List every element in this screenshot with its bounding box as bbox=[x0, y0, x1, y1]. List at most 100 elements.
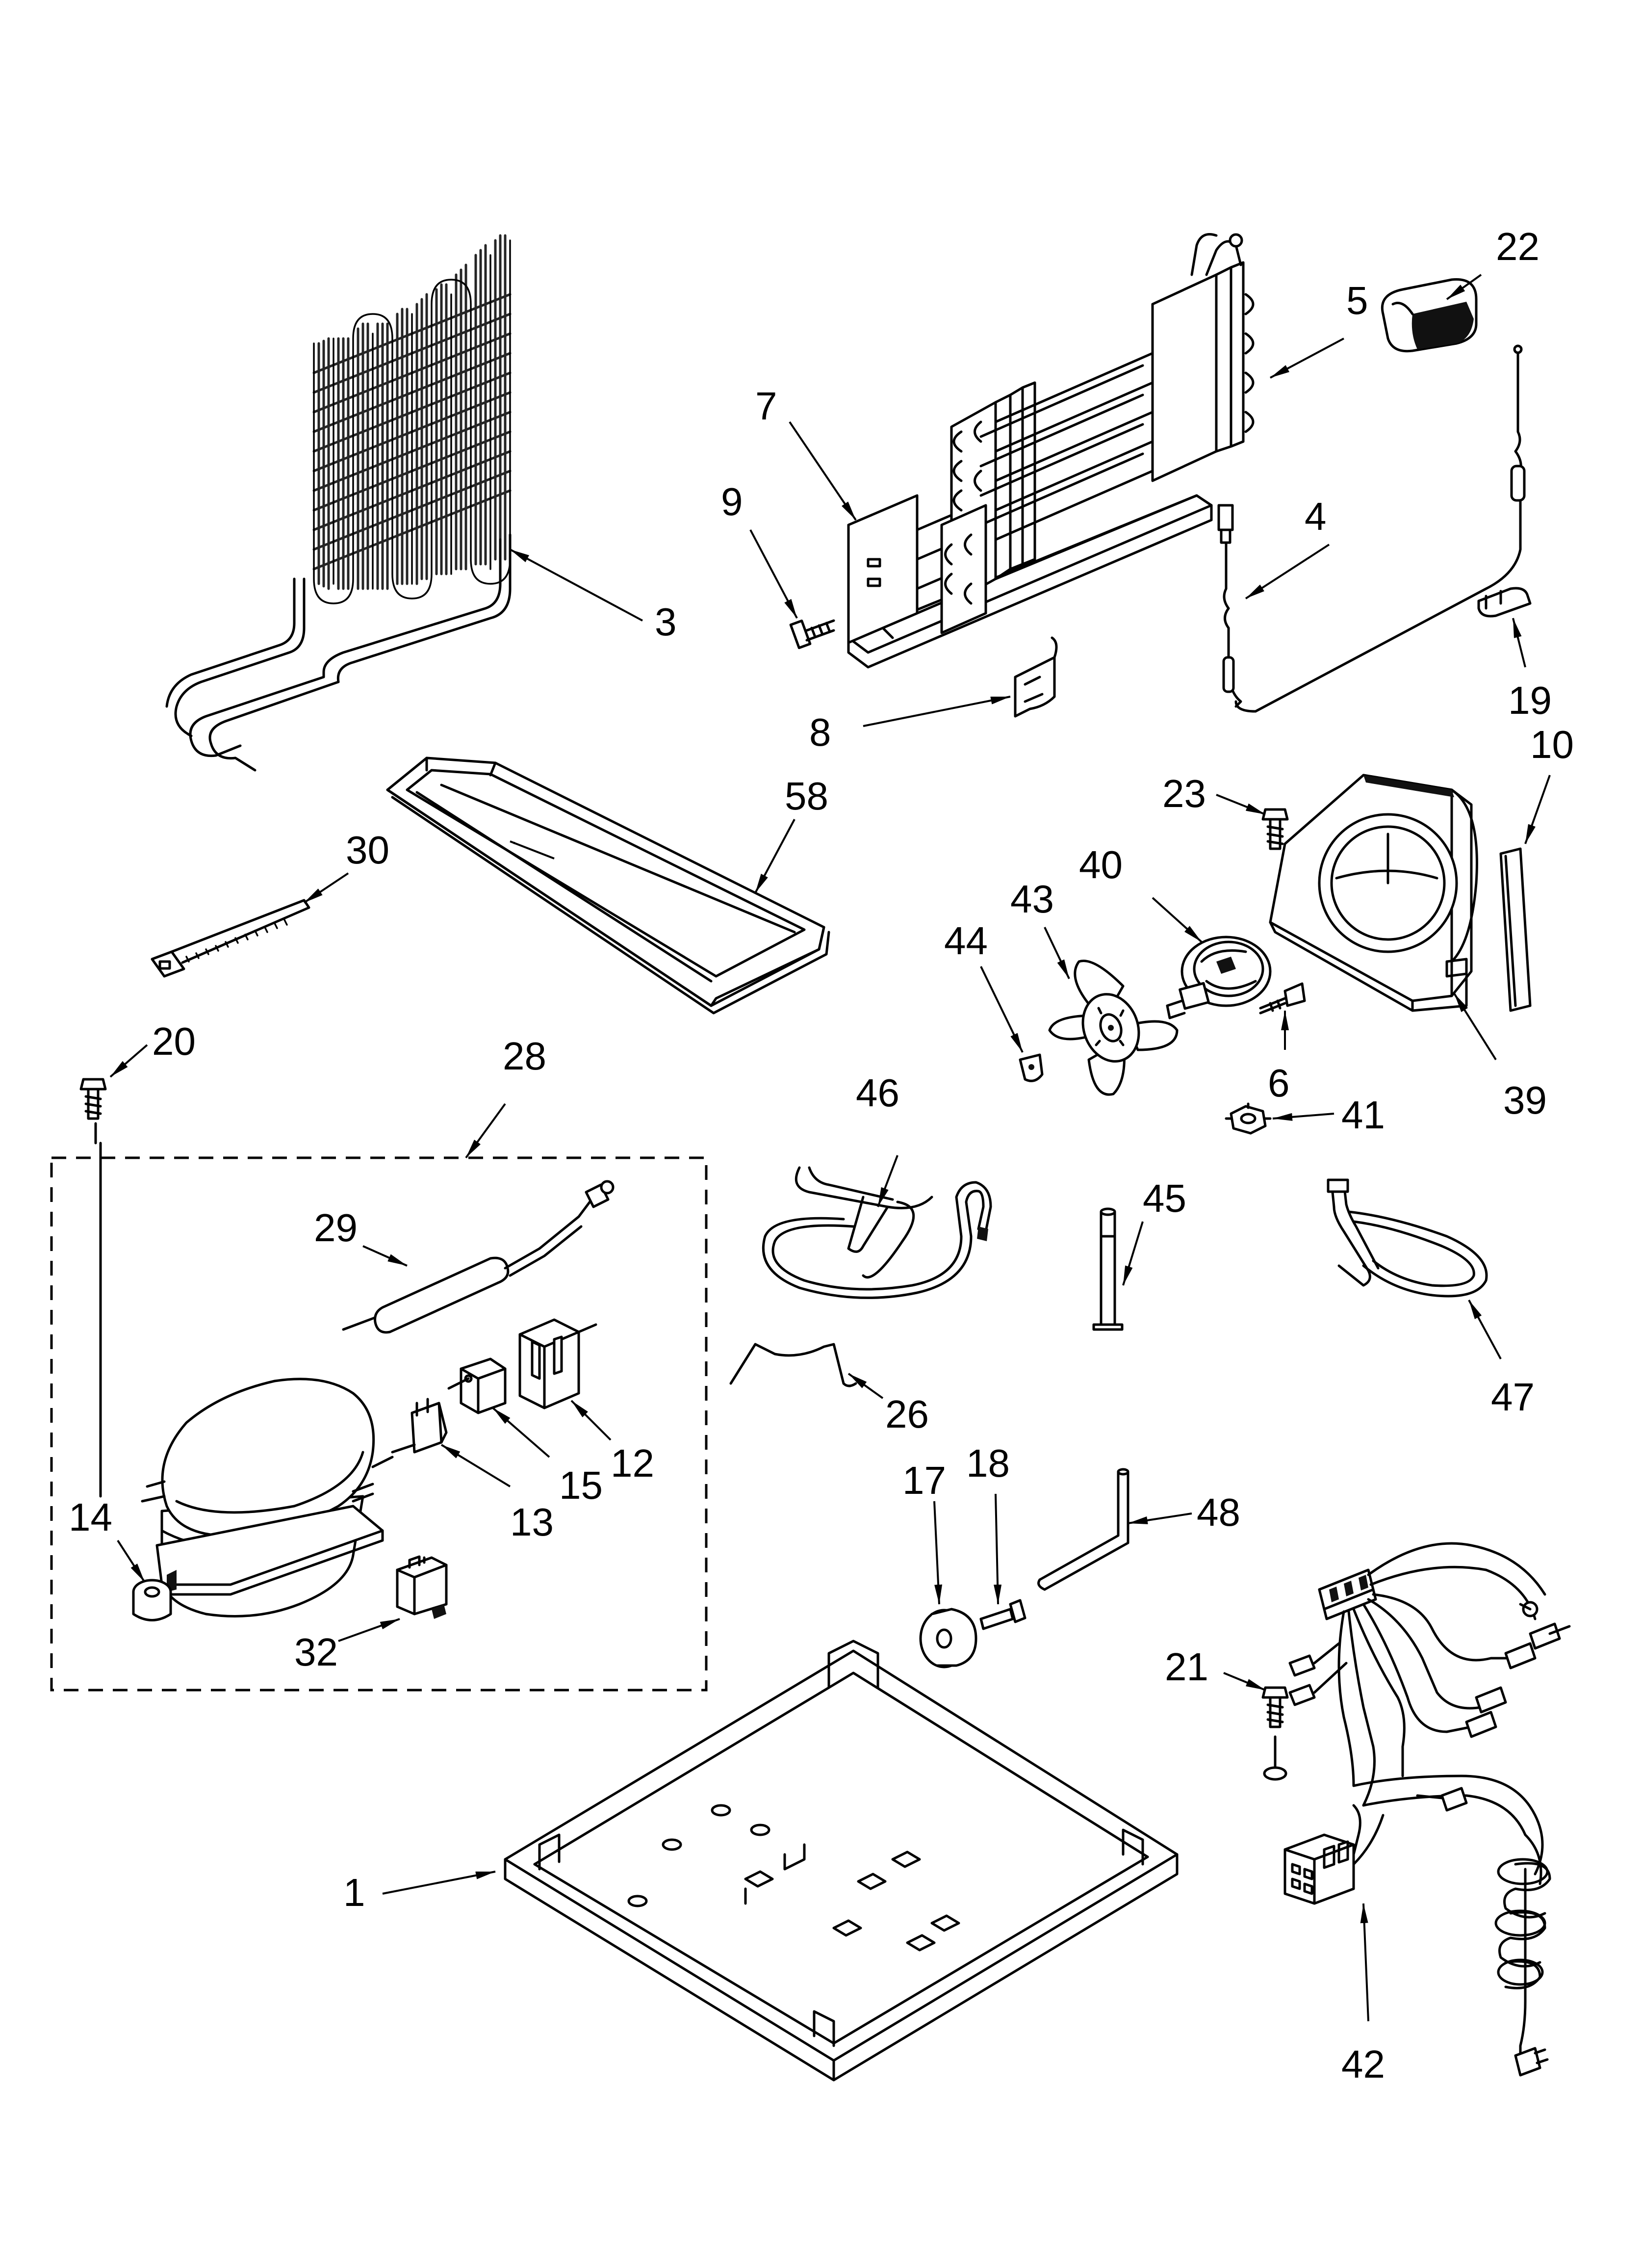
callout-label-26: 26 bbox=[885, 1392, 929, 1436]
callout-label-30: 30 bbox=[346, 828, 389, 872]
callout-label-39: 39 bbox=[1503, 1078, 1547, 1122]
callout-label-42: 42 bbox=[1341, 2042, 1385, 2086]
callout-9: 9 bbox=[721, 480, 798, 619]
callout-label-28: 28 bbox=[503, 1034, 546, 1078]
screw-21-part bbox=[1261, 1686, 1289, 1781]
callout-label-7: 7 bbox=[755, 384, 777, 428]
callout-label-23: 23 bbox=[1162, 772, 1206, 815]
l-tube-48-part bbox=[1037, 1468, 1129, 1591]
callout-42: 42 bbox=[1341, 1903, 1385, 2086]
axle-18-part bbox=[979, 1599, 1026, 1630]
wire-harness-42-part bbox=[1283, 1542, 1571, 2077]
callout-6: 6 bbox=[1268, 1011, 1290, 1105]
clip-19-part bbox=[1477, 587, 1532, 618]
callout-3: 3 bbox=[510, 548, 677, 644]
callout-1: 1 bbox=[343, 1871, 496, 1914]
base-pan-1-part bbox=[504, 1640, 1179, 2082]
callout-29: 29 bbox=[314, 1206, 408, 1267]
callout-7: 7 bbox=[755, 384, 857, 521]
callout-8: 8 bbox=[809, 696, 1011, 754]
callout-4: 4 bbox=[1245, 495, 1330, 600]
coil-wire-mesh bbox=[312, 234, 512, 590]
callout-23: 23 bbox=[1162, 772, 1266, 815]
wheel-17-part bbox=[919, 1608, 977, 1668]
callout-40: 40 bbox=[1079, 843, 1203, 943]
callout-label-8: 8 bbox=[809, 710, 831, 754]
compressor-part bbox=[141, 1378, 394, 1617]
callout-32: 32 bbox=[294, 1618, 400, 1674]
callout-26: 26 bbox=[847, 1373, 929, 1436]
callout-label-22: 22 bbox=[1496, 225, 1539, 268]
callout-label-48: 48 bbox=[1197, 1490, 1240, 1534]
callout-20: 20 bbox=[109, 1019, 196, 1078]
callout-label-9: 9 bbox=[721, 480, 743, 523]
tube-47-part bbox=[1327, 1178, 1488, 1298]
callout-label-18: 18 bbox=[966, 1441, 1010, 1485]
callout-label-15: 15 bbox=[559, 1463, 603, 1507]
callout-label-17: 17 bbox=[902, 1459, 946, 1502]
screw-6-part bbox=[1259, 982, 1306, 1015]
fan-motor-40-part bbox=[1166, 936, 1272, 1019]
spring-wire-26-part bbox=[729, 1343, 857, 1387]
callout-44: 44 bbox=[944, 919, 1024, 1053]
callout-17: 17 bbox=[902, 1459, 946, 1605]
callout-label-1: 1 bbox=[343, 1871, 365, 1914]
callout-label-13: 13 bbox=[510, 1500, 554, 1544]
fan-blade-43-part bbox=[1048, 960, 1179, 1096]
relay-15-part bbox=[447, 1357, 507, 1414]
cap-22-part bbox=[1381, 278, 1478, 353]
strip-10-part bbox=[1499, 847, 1532, 1012]
callout-15: 15 bbox=[492, 1407, 603, 1507]
grommet-14-part bbox=[132, 1579, 172, 1621]
pin-45-part bbox=[1092, 1207, 1124, 1331]
callout-14: 14 bbox=[69, 1495, 146, 1583]
sensor-4-part bbox=[1217, 344, 1526, 713]
callout-label-6: 6 bbox=[1268, 1061, 1290, 1105]
callout-45: 45 bbox=[1122, 1176, 1186, 1286]
callout-label-58: 58 bbox=[785, 774, 828, 818]
callout-21: 21 bbox=[1165, 1645, 1266, 1691]
callout-label-47: 47 bbox=[1491, 1375, 1535, 1419]
cable-tie-30-part bbox=[151, 899, 310, 978]
callout-label-43: 43 bbox=[1010, 877, 1054, 921]
callout-label-10: 10 bbox=[1530, 723, 1574, 766]
clip-8-part bbox=[1014, 636, 1058, 718]
drain-pan-58-part bbox=[386, 756, 830, 1015]
fan-shroud-39-part bbox=[1269, 774, 1478, 1012]
callout-label-4: 4 bbox=[1305, 495, 1327, 538]
callout-label-41: 41 bbox=[1341, 1093, 1385, 1137]
screw-23-part bbox=[1261, 808, 1289, 850]
callout-39: 39 bbox=[1453, 992, 1547, 1122]
callout-22: 22 bbox=[1446, 225, 1539, 300]
condenser-coil-part bbox=[165, 234, 512, 772]
callout-46: 46 bbox=[856, 1071, 899, 1207]
bracket-12-part bbox=[518, 1318, 597, 1409]
ground-wire bbox=[94, 1122, 102, 1498]
callout-43: 43 bbox=[1010, 877, 1070, 979]
callout-label-45: 45 bbox=[1143, 1176, 1186, 1220]
callout-19: 19 bbox=[1508, 618, 1552, 722]
drier-29-part bbox=[342, 1180, 615, 1334]
tube-46-part bbox=[762, 1166, 992, 1299]
callout-41: 41 bbox=[1272, 1093, 1385, 1137]
compressor-kit-box bbox=[50, 1156, 708, 1692]
callout-28: 28 bbox=[465, 1034, 546, 1159]
callout-47: 47 bbox=[1468, 1300, 1535, 1419]
callout-5: 5 bbox=[1270, 279, 1368, 379]
screw-9-part bbox=[789, 619, 835, 650]
callout-label-21: 21 bbox=[1165, 1645, 1208, 1689]
callout-label-3: 3 bbox=[655, 600, 677, 644]
callout-13: 13 bbox=[440, 1444, 554, 1544]
callout-48: 48 bbox=[1128, 1490, 1240, 1534]
evaporator-part bbox=[847, 233, 1255, 669]
callout-label-44: 44 bbox=[944, 919, 988, 963]
callout-label-5: 5 bbox=[1346, 279, 1368, 322]
nut-41-part bbox=[1225, 1102, 1272, 1135]
callout-label-12: 12 bbox=[611, 1441, 654, 1485]
callout-label-32: 32 bbox=[294, 1630, 338, 1674]
screw-20-part bbox=[79, 1078, 107, 1120]
callout-label-40: 40 bbox=[1079, 843, 1123, 886]
callout-label-20: 20 bbox=[152, 1019, 196, 1063]
callout-10: 10 bbox=[1524, 723, 1574, 844]
